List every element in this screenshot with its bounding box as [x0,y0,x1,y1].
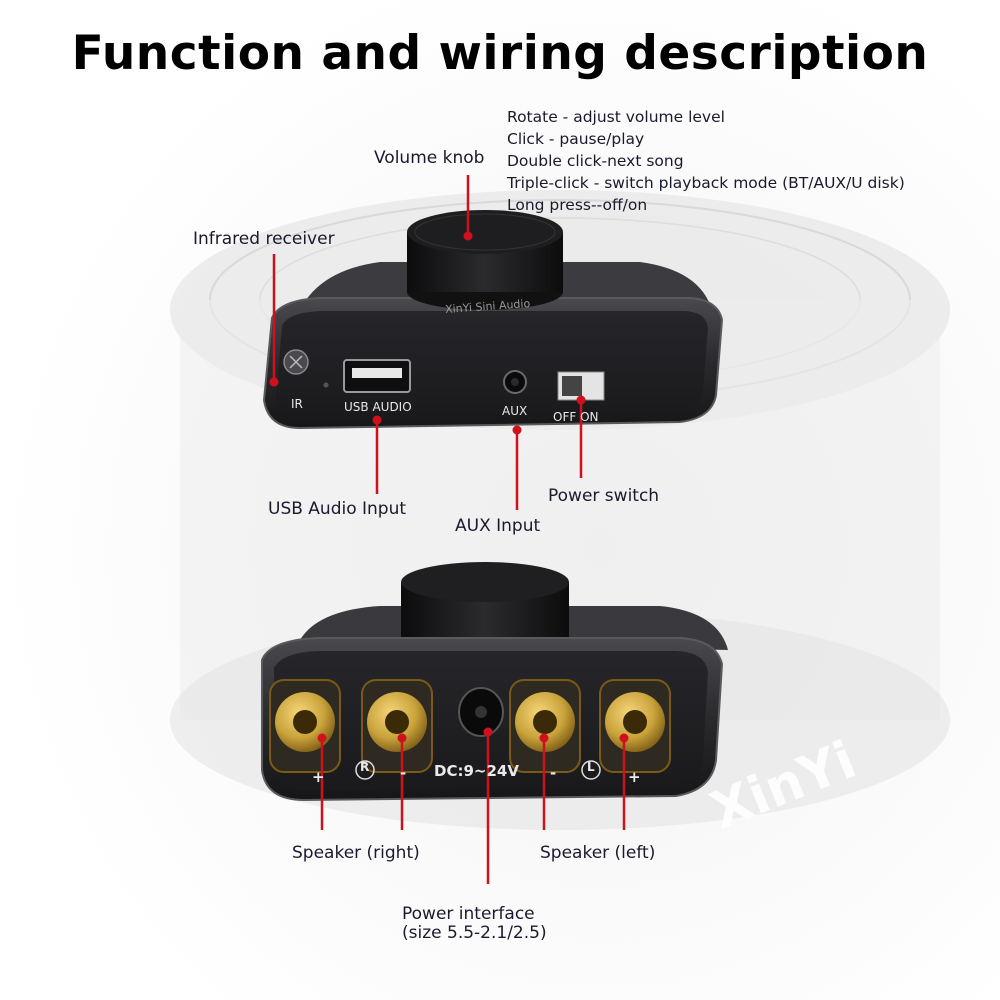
dc-jack [458,687,504,737]
knob-function-item: Rotate - adjust volume level [507,108,725,126]
power-switch-label: Power switch [548,486,660,506]
terminal-left-minus [509,679,581,773]
plus-mark-right: + [312,768,325,786]
knob-function-item: Long press--off/on [507,196,648,214]
speaker-right-label: Speaker (right) [292,843,420,863]
dc-voltage-text: DC:9~24V [434,762,519,780]
terminal-right-minus [361,679,433,773]
aux-input-label: AUX Input [455,516,541,536]
usb-audio-input-label: USB Audio Input [268,499,407,519]
switch-text: OFF ON [553,410,599,424]
terminal-right-plus [269,679,341,773]
speaker-left-label: Speaker (left) [540,843,656,863]
power-interface-label: Power interface [402,904,535,924]
power-interface-size-label: (size 5.5-2.1/2.5) [402,923,547,943]
plus-mark-left: + [628,768,641,786]
knob-function-item: Click - pause/play [507,130,645,148]
knob-function-item: Double click-next song [507,152,684,170]
infrared-receiver-label: Infrared receiver [193,229,335,249]
aux-text: AUX [502,404,528,418]
usb-audio-text: USB AUDIO [344,400,412,414]
knob-function-item: Triple-click - switch playback mode (BT/… [507,174,905,192]
volume-knob-label: Volume knob [374,148,485,168]
r-mark: R [360,760,370,774]
terminal-left-plus [599,679,671,773]
ir-text: IR [291,397,303,411]
knob-functions-list: Rotate - adjust volume level Click - pau… [507,106,905,216]
l-mark: L [587,760,595,774]
pointer-lines [269,175,629,884]
minus-mark-right: - [400,764,407,782]
front-device [262,210,724,430]
minus-mark-left: - [550,764,557,782]
page-title: Function and wiring description [71,26,929,81]
back-device [261,562,728,802]
